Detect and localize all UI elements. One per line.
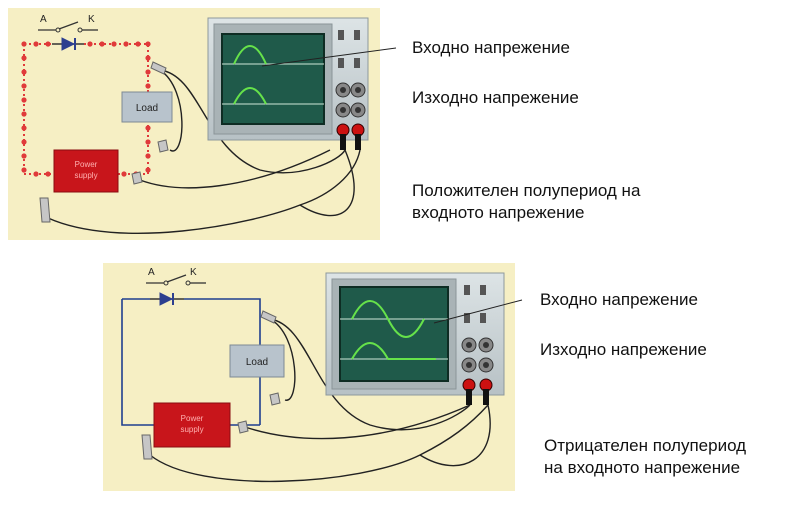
top-diagram: A K Load Power supply	[8, 8, 397, 240]
bottom-oscilloscope	[325, 272, 505, 405]
bottom-input-label: Входно напрежение	[540, 290, 698, 309]
bottom-switch: A K	[146, 267, 206, 286]
bottom-diagram: A K Load Power supply	[103, 263, 523, 491]
top-input-trace	[233, 45, 267, 65]
bottom-load-box	[229, 344, 285, 378]
top-power-line1: Power	[75, 160, 98, 169]
bottom-output-trace	[351, 342, 436, 360]
bottom-power-supply	[153, 402, 231, 448]
bottom-power-line1: Power	[181, 414, 204, 423]
bottom-diode-icon	[150, 292, 184, 306]
top-wire-dots	[21, 41, 151, 177]
bottom-load-label: Load	[246, 357, 268, 368]
top-probe-cables	[47, 69, 361, 235]
top-input-label: Входно напрежение	[412, 38, 570, 57]
top-output-trace	[233, 87, 267, 105]
bottom-caption-line2: на входното напрежение	[544, 458, 741, 477]
bottom-input-pointer	[433, 299, 523, 324]
top-oscilloscope	[207, 17, 369, 150]
top-switch: A K	[38, 14, 98, 33]
top-diode-icon	[52, 37, 84, 51]
bottom-caption: Отрицателен полупериод на входното напре…	[544, 435, 746, 479]
bottom-input-trace	[351, 300, 425, 338]
top-load-box	[121, 91, 173, 123]
top-scope-screen	[221, 33, 325, 125]
top-load-label: Load	[136, 103, 158, 114]
top-probe-tips	[39, 61, 169, 223]
top-power-line2: supply	[74, 171, 97, 180]
top-caption: Положителен полупериод на входното напре…	[412, 180, 640, 224]
bottom-switch-k-label: K	[190, 267, 197, 278]
top-switch-k-label: K	[88, 14, 95, 25]
bottom-probe-cables	[149, 318, 491, 483]
bottom-panel: A K Load Power supply	[0, 255, 800, 500]
top-caption-line1: Положителен полупериод на	[412, 181, 641, 200]
top-power-supply	[53, 149, 119, 193]
bottom-power-line2: supply	[180, 425, 203, 434]
top-input-pointer	[261, 47, 397, 67]
bottom-scope-screen	[339, 286, 449, 382]
bottom-output-label: Изходно напрежение	[540, 340, 707, 359]
top-output-label: Изходно напрежение	[412, 88, 579, 107]
top-switch-a-label: A	[40, 14, 47, 25]
bottom-probe-tips	[141, 310, 281, 460]
top-caption-line2: входното напрежение	[412, 203, 585, 222]
bottom-switch-a-label: A	[148, 267, 155, 278]
top-panel: A K Load Power supply	[8, 8, 640, 240]
bottom-circuit-wires	[121, 298, 261, 426]
bottom-caption-line1: Отрицателен полупериод	[544, 436, 747, 455]
